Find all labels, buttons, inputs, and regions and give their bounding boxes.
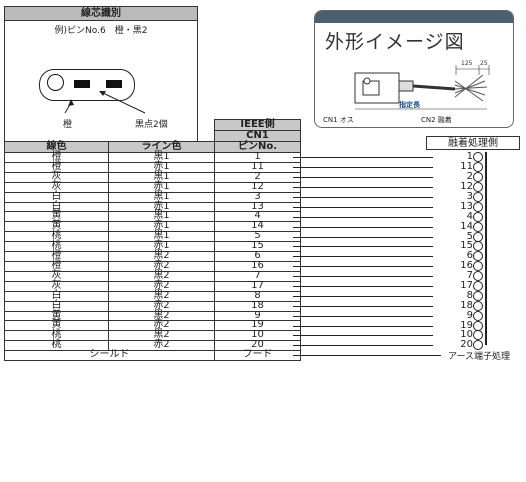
hood-cell: フード — [214, 350, 301, 362]
fusion-side-header: 融着処理側 — [426, 136, 520, 150]
terminal-circle-icon — [473, 222, 483, 232]
wire-line — [293, 227, 433, 228]
wire-line — [293, 345, 433, 346]
specified-length-text: 指定長 — [399, 100, 421, 109]
wire-line — [293, 335, 433, 336]
fusion-pin-label: 15 — [460, 240, 473, 251]
cn1-header: CN1 — [214, 130, 301, 142]
terminal-circle-icon — [473, 251, 483, 261]
legend-title: 線芯識別 — [5, 7, 197, 21]
cable-illustration-icon: 125 25 指定長 — [354, 60, 490, 110]
terminal-circle-icon — [473, 192, 483, 202]
wire-line — [293, 237, 433, 238]
wire-line — [293, 326, 433, 327]
external-view-header-bar — [315, 11, 513, 23]
wire-identification-legend: 線芯識別 例)ピンNo.6 橙・黒2 橙 黒点2個 — [4, 6, 198, 147]
shield-row: シールドフード — [4, 350, 301, 362]
legend-arrows — [64, 91, 146, 114]
legend-label-orange: 橙 — [63, 120, 73, 130]
terminal-circle-icon — [473, 182, 483, 192]
black-dot-mark-icon — [74, 80, 90, 88]
legend-label-black-dots: 黒点2個 — [135, 120, 168, 130]
wire-line — [293, 266, 433, 267]
terminal-circle-icon — [473, 202, 483, 212]
wire-line — [293, 286, 433, 287]
fusion-pin-label: 3 — [466, 191, 473, 202]
cn2-label: CN2 融着 — [421, 116, 452, 124]
terminal-circle-icon — [473, 212, 483, 222]
wire-line — [293, 207, 433, 208]
terminal-circle-icon — [473, 162, 483, 172]
fusion-pin-label: 18 — [460, 300, 473, 311]
fusion-pin-label: 8 — [466, 290, 473, 301]
fusion-pin-label: 14 — [460, 221, 473, 232]
blank-cell — [109, 120, 215, 131]
terminal-circle-icon — [473, 340, 483, 350]
terminal-circle-icon — [473, 172, 483, 182]
wire-line — [293, 167, 433, 168]
wire-line — [293, 256, 433, 257]
earth-terminal-label: アース端子処理 — [448, 352, 511, 362]
fusion-pin-label: 7 — [466, 270, 473, 281]
fusion-pin-label: 13 — [460, 201, 473, 212]
black-dot-mark-icon — [106, 80, 122, 88]
fusion-pin-label: 16 — [460, 260, 473, 271]
fusion-pin-label: 9 — [466, 310, 473, 321]
wire-line — [293, 217, 433, 218]
blank-cell — [109, 131, 215, 142]
wire-line — [293, 306, 433, 307]
terminal-circle-icon — [473, 271, 483, 281]
fusion-pin-label: 11 — [460, 161, 473, 172]
terminal-circle-icon — [473, 301, 483, 311]
external-view-title: 外形イメージ図 — [325, 31, 465, 53]
fusion-pin-label: 4 — [466, 211, 473, 222]
wire-line — [293, 187, 433, 188]
wire-cross-section-icon — [39, 69, 135, 101]
terminal-circle-icon — [473, 281, 483, 291]
wire-ring-icon — [47, 74, 64, 91]
terminal-circle-icon — [473, 241, 483, 251]
fusion-pin-label: 2 — [466, 171, 473, 182]
fusion-pin-label: 1 — [466, 151, 473, 162]
fusion-pin-label: 6 — [466, 250, 473, 261]
shield-label: シールド — [4, 350, 215, 362]
fusion-pin-label: 19 — [460, 320, 473, 331]
terminal-circle-icon — [473, 330, 483, 340]
wire-line — [293, 246, 433, 247]
wire-line — [293, 316, 433, 317]
terminal-circle-icon — [473, 291, 483, 301]
dim-125-text: 125 — [461, 60, 473, 67]
fusion-pin-label: 17 — [460, 280, 473, 291]
fusion-pin-label: 10 — [460, 329, 473, 340]
fusion-pin-label: 5 — [466, 231, 473, 242]
pin-no-header: ピンNo. — [214, 141, 301, 153]
fusion-side-vertical-bar — [485, 152, 487, 346]
external-view-box: 外形イメージ図 125 25 指定長 CN1 オス CN2 融着 — [314, 10, 514, 128]
terminal-circle-icon — [473, 152, 483, 162]
fusion-pin-label: 20 — [460, 339, 473, 350]
cn1-label: CN1 オス — [323, 116, 354, 124]
fusion-pin-label: 12 — [460, 181, 473, 192]
wire-line — [293, 177, 433, 178]
wire-line — [293, 296, 433, 297]
wire-color-header: 線色 — [4, 141, 109, 153]
terminal-circle-icon — [473, 261, 483, 271]
line-color-header: ライン色 — [108, 141, 215, 153]
legend-example: 例)ピンNo.6 橙・黒2 — [54, 26, 148, 36]
dim-25-text: 25 — [480, 60, 488, 67]
wire-line — [293, 276, 433, 277]
terminal-circle-icon — [473, 311, 483, 321]
wire-line — [293, 157, 433, 158]
blank-cell — [5, 120, 109, 131]
shield-line — [293, 355, 441, 356]
ieee-side-header: IEEE側 — [214, 119, 301, 131]
wire-line — [293, 197, 433, 198]
blank-cell — [5, 131, 109, 142]
